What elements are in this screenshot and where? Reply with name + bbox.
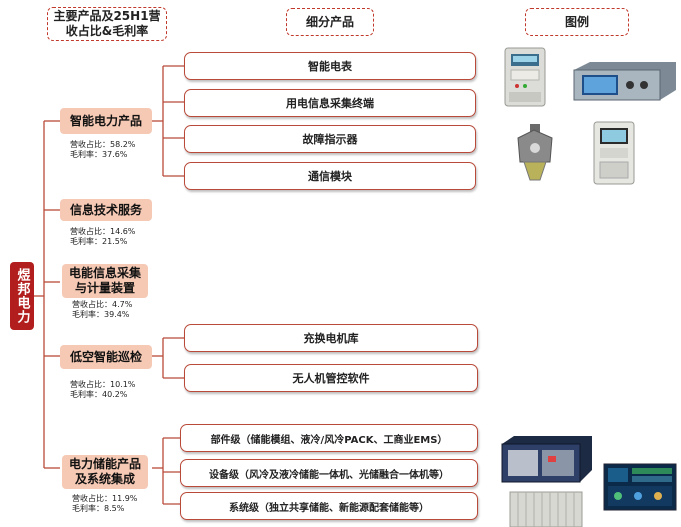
category-smart-power: 智能电力产品: [60, 108, 152, 134]
storage-cabinet-image: [509, 491, 583, 527]
header-sub-products: 细分产品: [286, 8, 374, 36]
category-it-service-stats: 营收占比：14.6% 毛利率：21.5%: [70, 227, 135, 247]
revenue-share: 营收占比：10.1%: [70, 380, 136, 389]
header-examples: 图例: [525, 8, 629, 36]
gross-margin: 毛利率：21.5%: [70, 237, 128, 246]
sub-product-drone-software: 无人机管控软件: [184, 364, 478, 392]
header-products: 主要产品及25H1营收占比&毛利率: [47, 7, 167, 41]
revenue-share: 营收占比：4.7%: [72, 300, 133, 309]
rack-device-image: [573, 62, 676, 101]
gross-margin: 毛利率：37.6%: [70, 150, 128, 159]
sub-product-collection-terminal: 用电信息采集终端: [184, 89, 476, 117]
fault-indicator-image: [517, 124, 553, 181]
sub-product-charging-hangar: 充换电机库: [184, 324, 478, 352]
category-metering-device-stats: 营收占比：4.7% 毛利率：39.4%: [72, 300, 132, 320]
smart-meter-image: [504, 47, 546, 107]
category-metering-device: 电能信息采集与计量装置: [62, 264, 148, 298]
revenue-share: 营收占比：11.9%: [72, 494, 138, 503]
gross-margin: 毛利率：8.5%: [72, 504, 125, 513]
revenue-share: 营收占比：14.6%: [70, 227, 136, 236]
sub-product-system-level: 系统级（独立共享储能、新能源配套储能等）: [180, 492, 478, 520]
gross-margin: 毛利率：40.2%: [70, 390, 128, 399]
sub-product-component-level: 部件级（储能模组、液冷/风冷PACK、工商业EMS）: [180, 424, 478, 452]
category-energy-storage-stats: 营收占比：11.9% 毛利率：8.5%: [72, 494, 137, 514]
battery-module-image: [501, 436, 592, 483]
category-energy-storage: 电力储能产品及系统集成: [62, 455, 148, 489]
category-low-altitude-stats: 营收占比：10.1% 毛利率：40.2%: [70, 380, 135, 400]
category-low-altitude: 低空智能巡检: [60, 345, 152, 369]
ems-screen-image: [603, 463, 677, 511]
category-smart-power-stats: 营收占比：58.2% 毛利率：37.6%: [70, 140, 135, 160]
category-it-service: 信息技术服务: [60, 199, 152, 221]
sub-product-comm-module: 通信模块: [184, 162, 476, 190]
revenue-share: 营收占比：58.2%: [70, 140, 136, 149]
company-root-node: 煜邦电力: [10, 262, 34, 330]
gross-margin: 毛利率：39.4%: [72, 310, 130, 319]
terminal-device-image: [593, 121, 635, 185]
sub-product-smart-meter: 智能电表: [184, 52, 476, 80]
sub-product-fault-indicator: 故障指示器: [184, 125, 476, 153]
sub-product-device-level: 设备级（风冷及液冷储能一体机、光储融合一体机等）: [180, 459, 478, 487]
